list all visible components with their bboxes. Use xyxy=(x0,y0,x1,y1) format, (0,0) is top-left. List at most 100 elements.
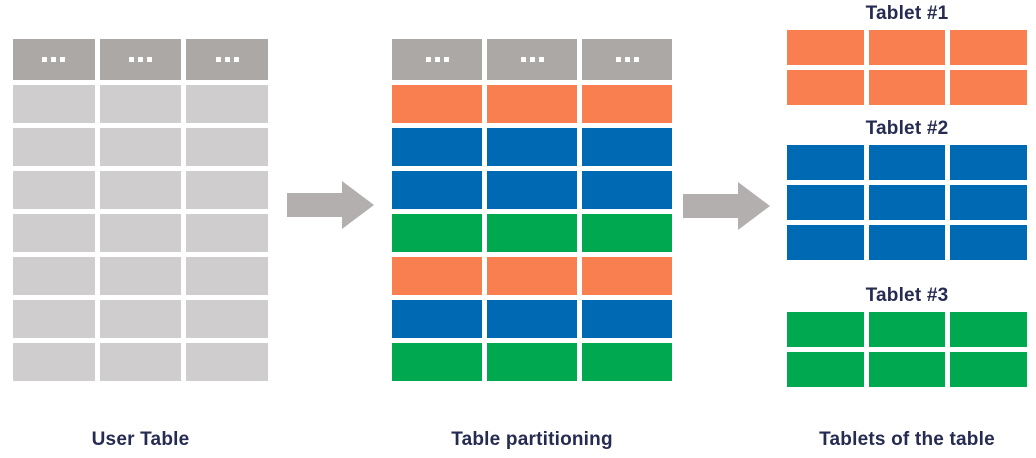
tablet-2-title: Tablet #2 xyxy=(865,118,949,139)
table-cell xyxy=(13,171,95,209)
table-cell xyxy=(99,343,182,381)
partitioned-table-body xyxy=(392,85,672,381)
table-cell xyxy=(186,171,269,209)
tablet-2: Tablet #2 xyxy=(787,117,1028,260)
ellipsis-icon xyxy=(215,57,239,62)
table-cell xyxy=(487,214,577,252)
table-header-row xyxy=(13,39,269,80)
table-cell xyxy=(186,214,269,252)
tablet-row xyxy=(787,352,1028,387)
tablet-cell xyxy=(950,145,1028,180)
table-row xyxy=(392,171,672,209)
table-cell xyxy=(392,214,482,252)
table-cell xyxy=(13,300,95,338)
ellipsis-icon xyxy=(42,57,66,62)
tablet-cell xyxy=(787,145,864,180)
partitioned-table xyxy=(392,39,672,381)
table-cell xyxy=(13,343,95,381)
arrow-table-to-partitioning-icon xyxy=(287,179,375,231)
table-row xyxy=(392,214,672,252)
tablets-caption: Tablets of the table xyxy=(819,429,995,450)
table-row xyxy=(392,85,672,123)
tablet-cell xyxy=(868,185,946,220)
tablet-1: Tablet #1 xyxy=(787,2,1028,105)
table-cell xyxy=(99,257,182,295)
table-cell xyxy=(487,343,577,381)
table-row xyxy=(13,214,269,252)
tablet-row xyxy=(787,312,1028,347)
table-cell xyxy=(99,300,182,338)
tablet-cell xyxy=(868,352,946,387)
table-row xyxy=(392,257,672,295)
header-cell xyxy=(487,39,577,80)
table-cell xyxy=(99,171,182,209)
table-cell xyxy=(392,171,482,209)
tablet-cell xyxy=(787,312,864,347)
tablet-1-title: Tablet #1 xyxy=(865,3,949,24)
table-row xyxy=(392,343,672,381)
tablet-row xyxy=(787,145,1028,180)
table-header-row xyxy=(392,39,672,80)
table-row xyxy=(13,128,269,166)
tablet-cell xyxy=(787,185,864,220)
header-cell xyxy=(392,39,482,80)
table-cell xyxy=(487,171,577,209)
table-row xyxy=(13,257,269,295)
tablet-3-body xyxy=(787,312,1028,387)
tablet-cell xyxy=(950,312,1028,347)
tablet-cell xyxy=(868,30,946,65)
table-cell xyxy=(487,257,577,295)
table-cell xyxy=(582,128,672,166)
ellipsis-icon xyxy=(615,57,639,62)
tablet-cell xyxy=(950,70,1028,105)
table-cell xyxy=(186,128,269,166)
tablet-cell xyxy=(787,225,864,260)
table-cell xyxy=(582,257,672,295)
table-cell xyxy=(13,257,95,295)
tablet-cell xyxy=(868,225,946,260)
tablet-cell xyxy=(868,70,946,105)
table-cell xyxy=(99,214,182,252)
tablet-cell xyxy=(950,185,1028,220)
tablet-cell xyxy=(868,145,946,180)
tablet-2-body xyxy=(787,145,1028,260)
table-cell xyxy=(582,300,672,338)
table-cell xyxy=(186,343,269,381)
header-cell xyxy=(582,39,672,80)
user-table xyxy=(13,39,269,381)
tablet-cell xyxy=(787,30,864,65)
table-cell xyxy=(487,85,577,123)
table-cell xyxy=(582,343,672,381)
table-cell xyxy=(392,343,482,381)
tablet-row xyxy=(787,185,1028,220)
table-row xyxy=(13,171,269,209)
table-cell xyxy=(186,300,269,338)
table-cell xyxy=(582,85,672,123)
tablet-3-title: Tablet #3 xyxy=(865,285,949,306)
ellipsis-icon xyxy=(520,57,544,62)
table-cell xyxy=(487,128,577,166)
tablet-row xyxy=(787,225,1028,260)
tablet-cell xyxy=(950,352,1028,387)
header-cell xyxy=(13,39,95,80)
tablet-cell xyxy=(950,225,1028,260)
table-cell xyxy=(13,128,95,166)
tablet-row xyxy=(787,30,1028,65)
table-row xyxy=(392,128,672,166)
header-cell xyxy=(99,39,182,80)
tablet-cell xyxy=(787,70,864,105)
table-cell xyxy=(582,171,672,209)
table-cell xyxy=(582,214,672,252)
table-row xyxy=(13,300,269,338)
user-table-caption: User Table xyxy=(91,429,190,450)
tablet-cell xyxy=(868,312,946,347)
table-cell xyxy=(392,85,482,123)
table-row xyxy=(13,85,269,123)
table-cell xyxy=(392,128,482,166)
table-cell xyxy=(13,85,95,123)
table-cell xyxy=(13,214,95,252)
tablet-cell xyxy=(787,352,864,387)
header-cell xyxy=(186,39,269,80)
tablet-cell xyxy=(950,30,1028,65)
